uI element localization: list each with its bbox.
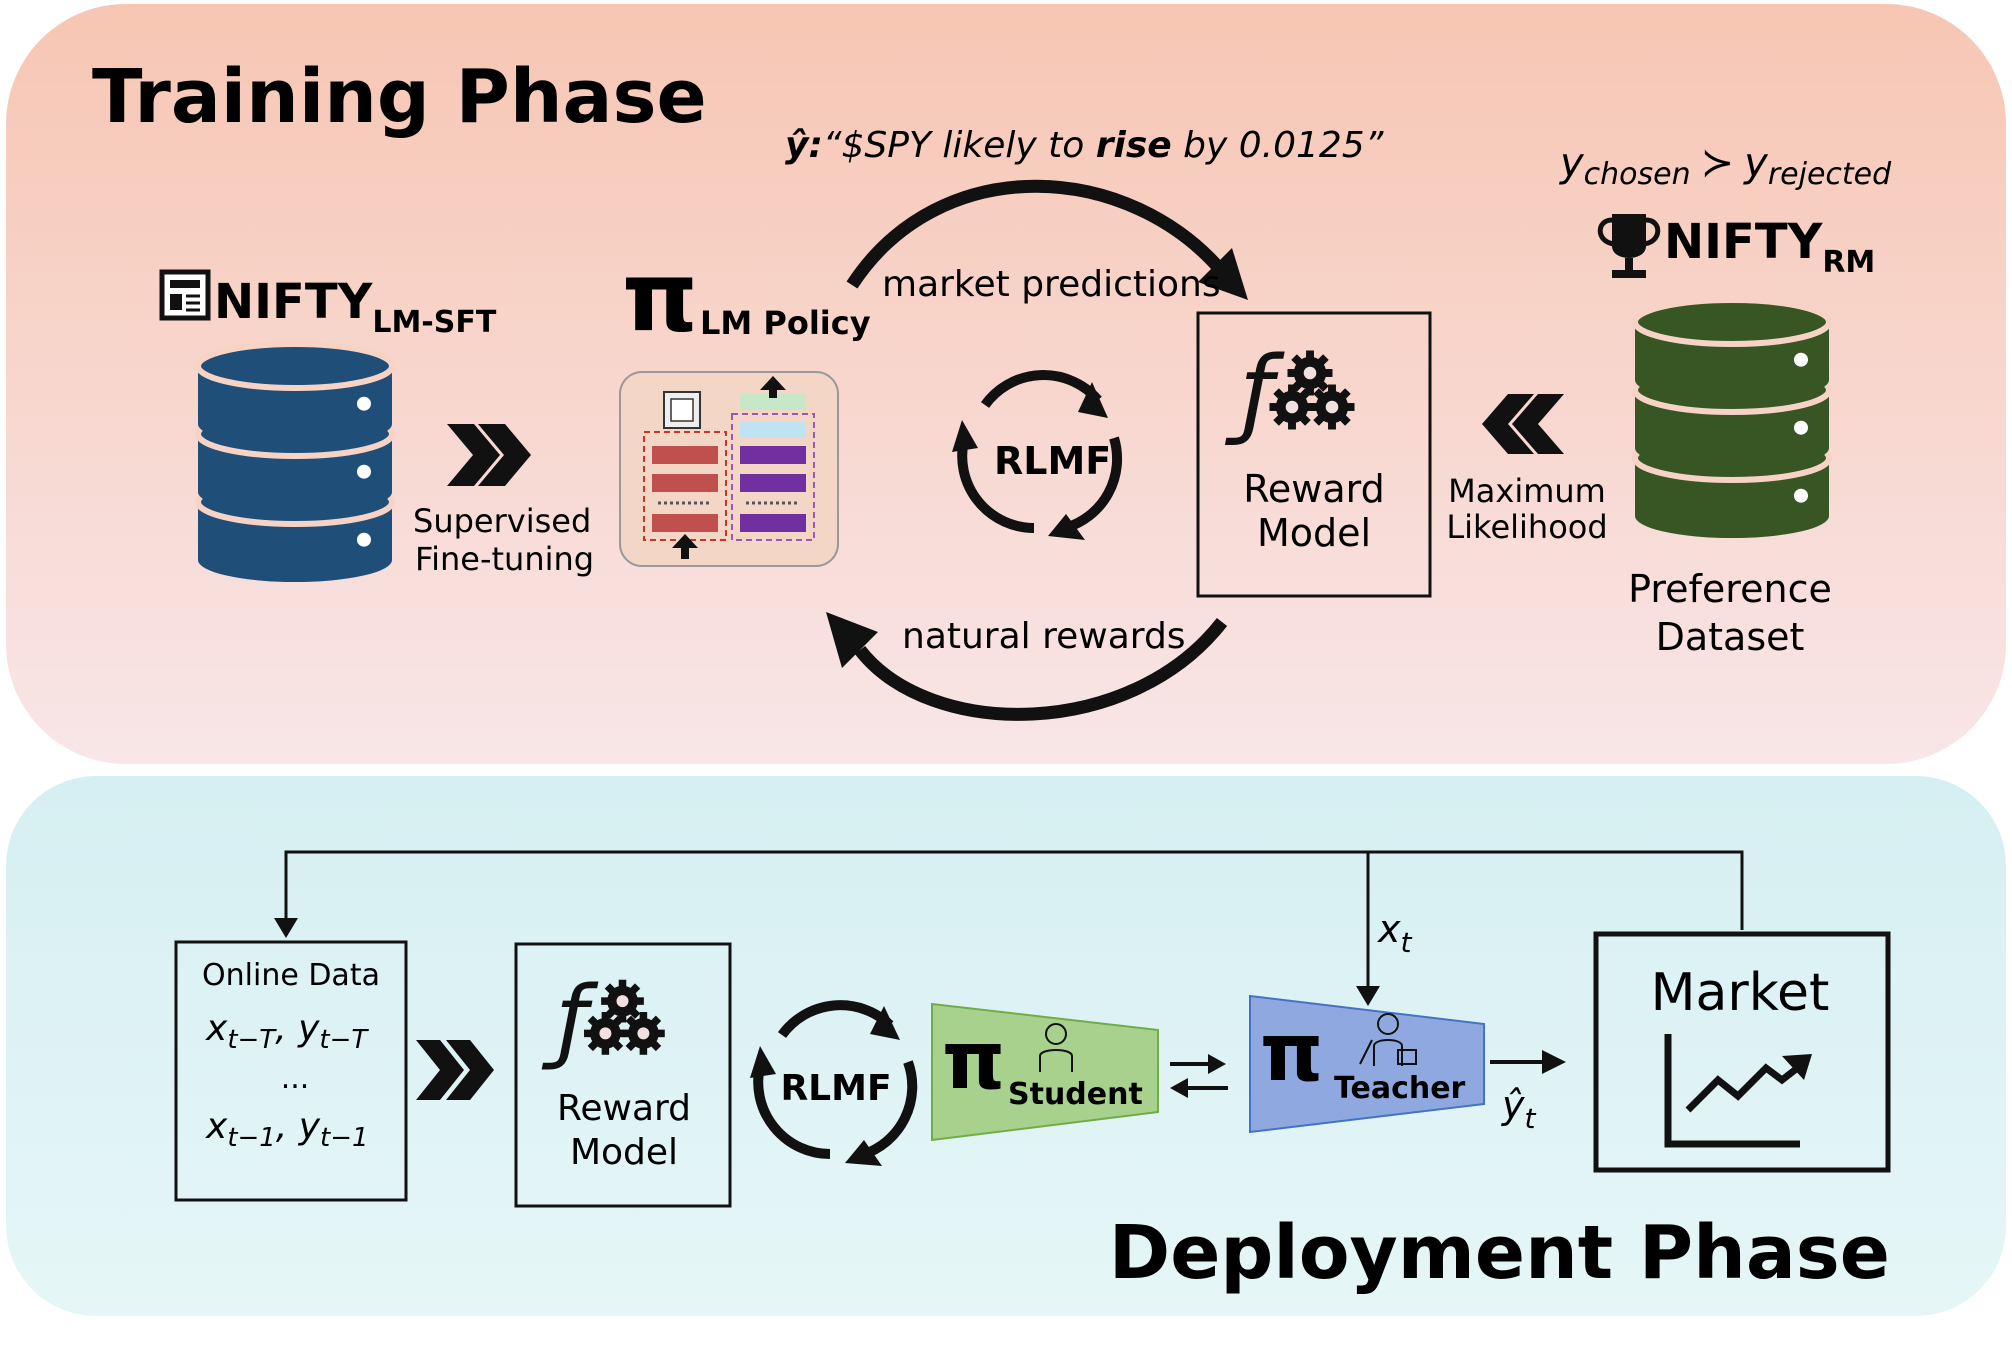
deployment-title: Deployment Phase — [1109, 1210, 1890, 1296]
market-predictions-label: market predictions — [882, 264, 1221, 305]
sft-database-icon — [195, 341, 395, 582]
prediction-output-arrow — [1490, 1050, 1566, 1074]
rm-dataset-name: NIFTYRM — [1664, 214, 1875, 280]
rlmf-label-deploy: RLMF — [780, 1068, 891, 1109]
online-data-dots: ... — [281, 1061, 310, 1096]
online-data-row-1: xt−T, yt−T — [205, 1008, 369, 1055]
rlmf-label-training: RLMF — [994, 439, 1111, 483]
online-data-row-3: xt−1, yt−1 — [205, 1106, 369, 1153]
gear-icon — [584, 1012, 627, 1055]
online-data-box — [174, 940, 408, 1202]
reward-model-label-2: Model — [1257, 511, 1371, 555]
database-segment — [1632, 297, 1832, 402]
yhat-label: ŷt — [1501, 1083, 1537, 1135]
market-predictions-arrow — [846, 179, 1248, 300]
chevron-right-icon-deploy — [416, 1040, 494, 1100]
line-chart-icon — [1664, 1034, 1812, 1148]
preference-database-icon — [1632, 297, 1832, 538]
chevron-right-icon — [447, 424, 531, 486]
student-model-shape — [931, 1002, 1159, 1142]
reward-model-box-training — [1196, 311, 1432, 598]
sft-step-label-2: Fine-tuning — [415, 540, 594, 578]
policy-symbol: π — [622, 241, 698, 353]
market-label: Market — [1651, 963, 1830, 1023]
gear-icon — [1269, 384, 1315, 430]
chevron-left-icon — [1482, 394, 1564, 454]
lm-policy-model-icon — [619, 371, 839, 567]
gear-icon — [1309, 384, 1355, 430]
prediction-prefix: ŷ: — [785, 125, 823, 166]
newspaper-icon — [159, 269, 211, 321]
student-label: Student — [1008, 1077, 1143, 1112]
feedback-loop-line — [274, 850, 1744, 1006]
preference-formula: ychosen≻yrejected — [1559, 140, 1892, 192]
prediction-example: ŷ:“$SPY likely to rise by 0.0125” — [785, 125, 1384, 166]
prediction-text-b: by 0.0125” — [1172, 125, 1384, 166]
teacher-icon — [1359, 1013, 1417, 1066]
student-symbol: π — [942, 1014, 1005, 1107]
teacher-model-shape — [1249, 994, 1485, 1134]
teacher-label: Teacher — [1334, 1071, 1466, 1106]
market-box — [1593, 931, 1891, 1173]
reward-model-deploy-label-1: Reward — [557, 1088, 691, 1129]
policy-label: LM Policy — [700, 304, 871, 342]
exchange-arrows-icon — [1170, 1054, 1228, 1098]
prediction-text-bold: rise — [1096, 125, 1172, 166]
reward-model-label-1: Reward — [1243, 467, 1385, 511]
natural-rewards-label: natural rewards — [902, 616, 1186, 657]
student-icon — [1039, 1023, 1073, 1072]
prediction-text-a: “$SPY likely to — [823, 125, 1096, 166]
xt-label: xt — [1377, 907, 1413, 959]
gear-icon — [601, 979, 644, 1023]
pref-dataset-label-2: Dataset — [1656, 615, 1805, 659]
ml-label-1: Maximum — [1448, 472, 1606, 510]
gear-icon — [622, 1012, 665, 1055]
rm-dataset-sub: RM — [1822, 245, 1875, 280]
rlmf-cycle-icon — [952, 370, 1123, 540]
trophy-icon — [1597, 214, 1661, 278]
sft-step-label-1: Supervised — [413, 502, 591, 540]
online-data-title: Online Data — [202, 958, 380, 993]
sft-dataset-name: NIFTYLM-SFT — [214, 274, 497, 340]
database-segment — [195, 341, 395, 446]
pref-dataset-label-1: Preference — [1628, 567, 1832, 611]
reward-model-box-deploy — [514, 942, 732, 1208]
rlmf-cycle-icon-deploy — [750, 1000, 918, 1166]
reward-model-deploy-label-2: Model — [570, 1132, 678, 1173]
ml-label-2: Likelihood — [1446, 508, 1607, 546]
natural-rewards-arrow — [826, 612, 1228, 721]
sft-dataset-sub: LM-SFT — [372, 305, 497, 340]
training-title: Training Phase — [92, 54, 707, 140]
teacher-symbol: π — [1260, 1006, 1323, 1099]
